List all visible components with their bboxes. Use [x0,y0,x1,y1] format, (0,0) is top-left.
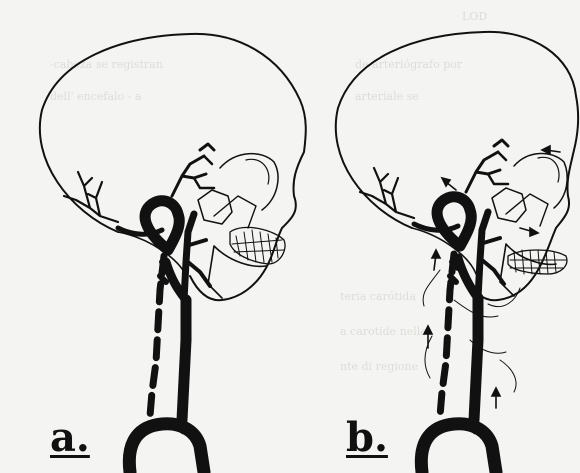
aortic-arch [421,424,496,472]
common-carotid [182,300,186,420]
ghost-line: teria carótida [340,290,416,303]
diag-arrow [442,178,456,190]
panel-label-b: b. [346,418,388,458]
petrous-bone-outline [492,188,526,222]
external-carotid [478,212,488,298]
ghost-line: a carotide nella [340,325,427,338]
carotid-siphon-inner [156,211,170,216]
ghost-line: LOD [462,10,487,23]
ghost-line: dell' encefalo - a [50,90,142,103]
ghost-line: nte di regione [340,360,418,373]
up-arrow [492,388,500,408]
up-arrow [432,250,440,270]
petrous-bone-outline [198,190,232,224]
orbit-contour-inner [538,157,559,182]
panel-label-a: a. [50,418,90,458]
carotid-siphon-inner [448,207,462,212]
external-carotid-branch [186,240,210,286]
arch-origin [182,420,184,430]
ghost-line: arteriale se [355,90,419,103]
posterior-cerebral-branches [360,168,414,218]
orbit-contour-inner [246,159,269,184]
aortic-arch [129,424,204,472]
carotid-bifurcation [458,258,478,298]
mandible-outline [208,246,266,298]
bleed-through-text: LOD -cabeza se registran dell' encefalo … [50,10,487,373]
external-carotid [184,214,194,300]
common-carotid [474,298,478,420]
carotid-siphon [437,197,471,246]
posterior-cerebral-branches [64,172,118,222]
ghost-line: -cabeza se registran [50,58,163,71]
external-carotid-branch [480,238,504,284]
arch-origin [474,420,476,430]
right-arrow [520,228,538,236]
